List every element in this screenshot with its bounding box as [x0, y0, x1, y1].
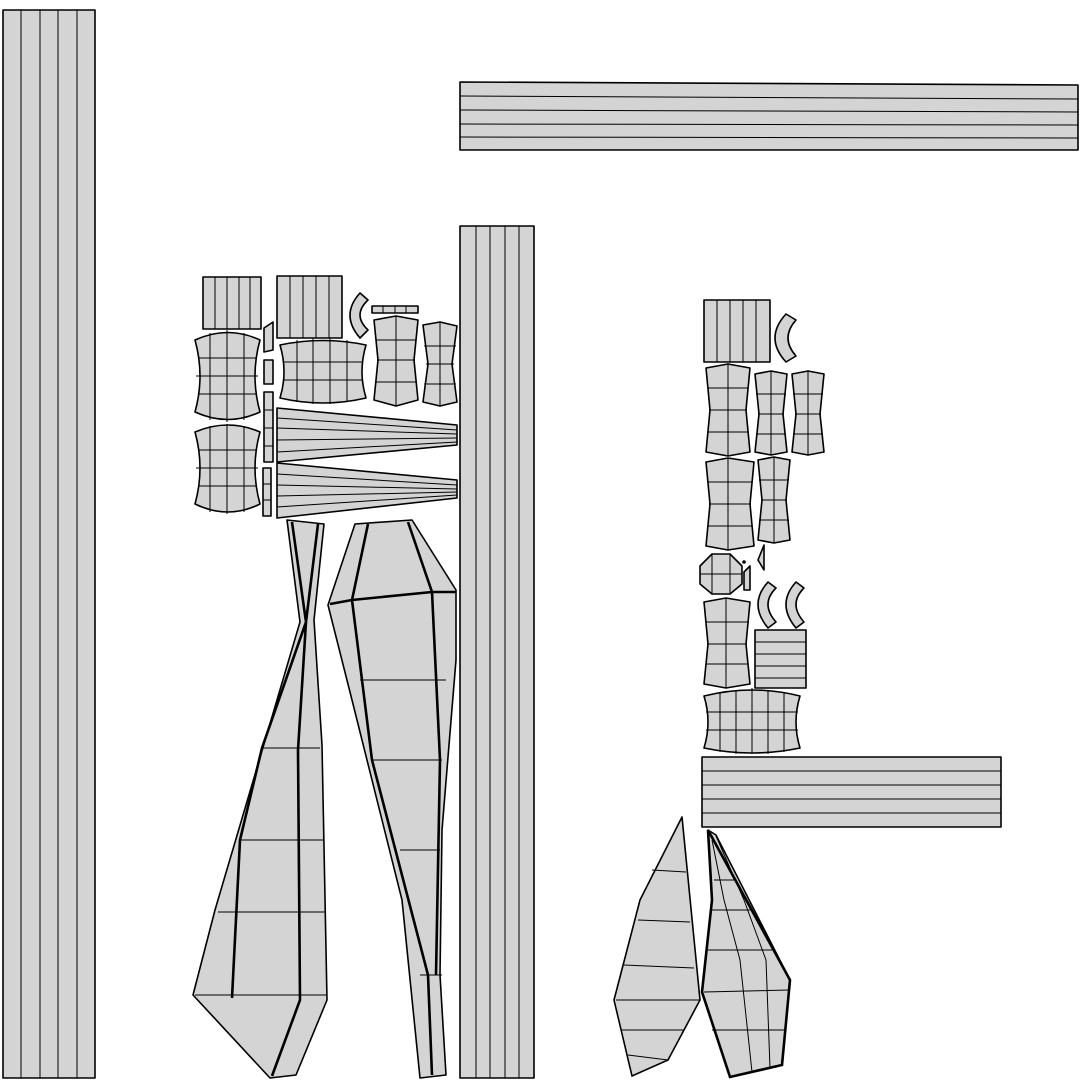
- uv-island-tapered-left: [192, 519, 328, 1079]
- uv-island-leaf-right: [700, 829, 792, 1079]
- uv-island-tapered-right: [327, 519, 457, 1079]
- uv-island-leaf-left: [613, 816, 701, 1077]
- uv-cluster-right: [699, 299, 825, 754]
- uv-cluster-left: [194, 275, 458, 519]
- uv-island-right-strip: [701, 756, 1002, 828]
- uv-island-left-tall-strip: [2, 9, 96, 1079]
- uv-island-middle-tall-strip: [459, 225, 535, 1079]
- uv-island-top-strip: [459, 81, 1079, 151]
- uv-dot: [742, 560, 746, 564]
